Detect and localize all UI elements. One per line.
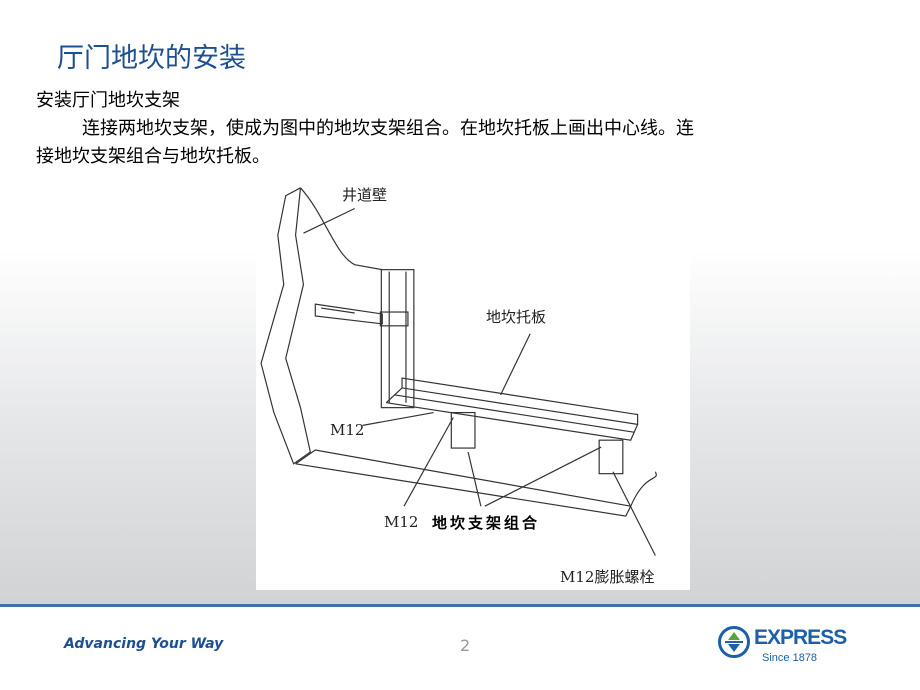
slide-title: 厅门地坎的安装 [57, 43, 246, 74]
logo-since: Since 1878 [762, 652, 818, 664]
column [380, 269, 415, 409]
body-line-2: 接地坎支架组合与地坎托板。 [36, 146, 270, 167]
slide-subtitle: 安装厅门地坎支架 [36, 90, 180, 111]
label-expansion-bolt: M12膨胀螺栓 [560, 568, 655, 586]
logo-arrow-icon [718, 626, 750, 658]
wall-floor-edge [295, 449, 657, 517]
express-logo: EXPRESS Since 1878 [718, 624, 863, 668]
label-bracket-assembly: 地坎支架组合 [432, 514, 541, 532]
label-m12-bottom: M12 [384, 513, 419, 531]
diagram-drawing [260, 187, 657, 556]
page-number: 2 [460, 636, 471, 655]
footer-tagline: Advancing Your Way [64, 636, 224, 652]
installation-diagram: 井道壁 地坎托板 M12 M12 地坎支架组合 M12膨胀螺栓 [256, 176, 690, 590]
body-line-1: 连接两地坎支架，使成为图中的地坎支架组合。在地坎托板上画出中心线。连 [82, 118, 694, 139]
bracket-left [450, 411, 476, 449]
label-m12-left: M12 [330, 421, 365, 439]
logo-wordmark: EXPRESS [754, 626, 847, 649]
footer-bar [0, 604, 920, 690]
wall-bracket [314, 303, 383, 325]
label-shaft-wall: 井道壁 [342, 186, 388, 204]
bracket-right [598, 439, 624, 475]
shaft-wall [260, 187, 383, 465]
sill-plate [385, 377, 639, 441]
label-sill-plate: 地坎托板 [486, 308, 547, 326]
